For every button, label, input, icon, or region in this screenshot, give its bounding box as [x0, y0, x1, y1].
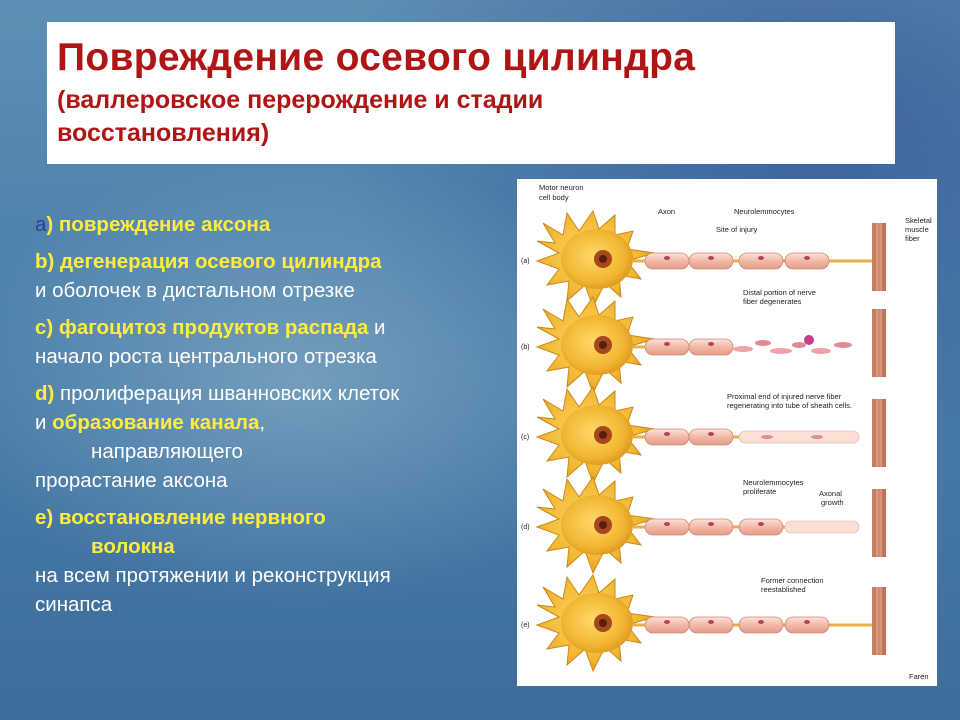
label-cell-body: cell body [539, 193, 569, 202]
title-box: Повреждение осевого цилиндра (валлеровск… [47, 22, 895, 164]
stages-list: a) повреждение аксона b) дегенерация осе… [35, 210, 505, 627]
label-axonal-1: Axonal [819, 489, 842, 498]
muscle-e [871, 586, 887, 656]
row-marker-b: (b) [521, 344, 530, 351]
stage-b-text: и оболочек в дистальном отрезке [35, 279, 355, 302]
stage-c: c) фагоцитоз продуктов распада и начало … [35, 313, 505, 371]
figure-illustration: Motor neuron cell body Axon Neurolemmocy… [521, 183, 932, 681]
neuron-b [536, 296, 656, 394]
stage-e-title1: e) восстановление нервного [35, 506, 326, 529]
muscle-b [871, 308, 887, 378]
label-motor-neuron: Motor neuron [539, 183, 584, 192]
label-neuro-prolif-1: Neurolemmocytes [743, 478, 804, 487]
stage-a-text: ) повреждение аксона [46, 213, 271, 236]
stage-d-text1: пролиферация шванновских клеток [54, 382, 400, 405]
label-fiber: fiber [905, 234, 920, 243]
stage-e-text1: на всем протяжении и реконструкция [35, 564, 391, 587]
neuron-d [536, 476, 656, 574]
label-axon: Axon [658, 207, 675, 216]
neuron-a [536, 210, 656, 308]
page-title: Повреждение осевого цилиндра [57, 36, 696, 79]
label-neurolemmocytes: Neurolemmocytes [734, 207, 795, 216]
label-distal-2: fiber degenerates [743, 297, 802, 306]
muscle-a [871, 222, 887, 292]
stage-d-text3: направляющего [91, 440, 243, 463]
stage-d-text2b: , [259, 411, 266, 434]
stage-a-letter: a [35, 213, 47, 236]
stage-c-text2: начало роста центрального отрезка [35, 345, 377, 368]
row-marker-c: (c) [521, 434, 529, 441]
row-marker-e: (e) [521, 622, 530, 629]
neuron-c [536, 386, 656, 484]
stage-d-title: образование канала [52, 411, 260, 434]
label-muscle: muscle [905, 225, 929, 234]
stage-d-letter: d) [35, 382, 55, 405]
stage-c-title: c) фагоцитоз продуктов распада [35, 316, 369, 339]
stage-c-text1: и [368, 316, 386, 339]
row-marker-d: (d) [521, 524, 530, 531]
stage-b-title: b) дегенерация осевого цилиндра [35, 250, 382, 273]
label-axonal-2: growth [821, 498, 844, 507]
label-former-1: Former connection [761, 576, 824, 585]
stage-d-text2a: и [35, 411, 53, 434]
page-subtitle: (валлеровское перерождение и стадии восс… [57, 86, 544, 147]
wallerian-degeneration-figure: Motor neuron cell body Axon Neurolemmocy… [517, 179, 937, 686]
muscle-c [871, 398, 887, 468]
label-site-of-injury: Site of injury [716, 225, 758, 234]
label-proximal-2: regenerating into tube of sheath cells. [727, 401, 852, 410]
stage-e-text2: синапса [35, 593, 113, 616]
row-marker-a: (a) [521, 258, 530, 265]
figure-credit: Faren [909, 672, 929, 681]
label-neuro-prolif-2: proliferate [743, 487, 776, 496]
muscle-d [871, 488, 887, 558]
stage-b: b) дегенерация осевого цилиндра и оболоч… [35, 247, 505, 305]
neuron-e [536, 574, 656, 672]
stage-d: d) пролиферация шванновских клеток и обр… [35, 379, 505, 495]
stage-a: a) повреждение аксона [35, 210, 505, 239]
label-skeletal: Skeletal [905, 216, 932, 225]
label-former-2: reestablished [761, 585, 806, 594]
stage-e: e) восстановление нервного волокна на вс… [35, 503, 505, 619]
stage-d-text4: прорастание аксона [35, 469, 228, 492]
stage-e-title2: волокна [91, 535, 175, 558]
label-proximal-1: Proximal end of injured nerve fiber [727, 392, 842, 401]
label-distal-1: Distal portion of nerve [743, 288, 816, 297]
